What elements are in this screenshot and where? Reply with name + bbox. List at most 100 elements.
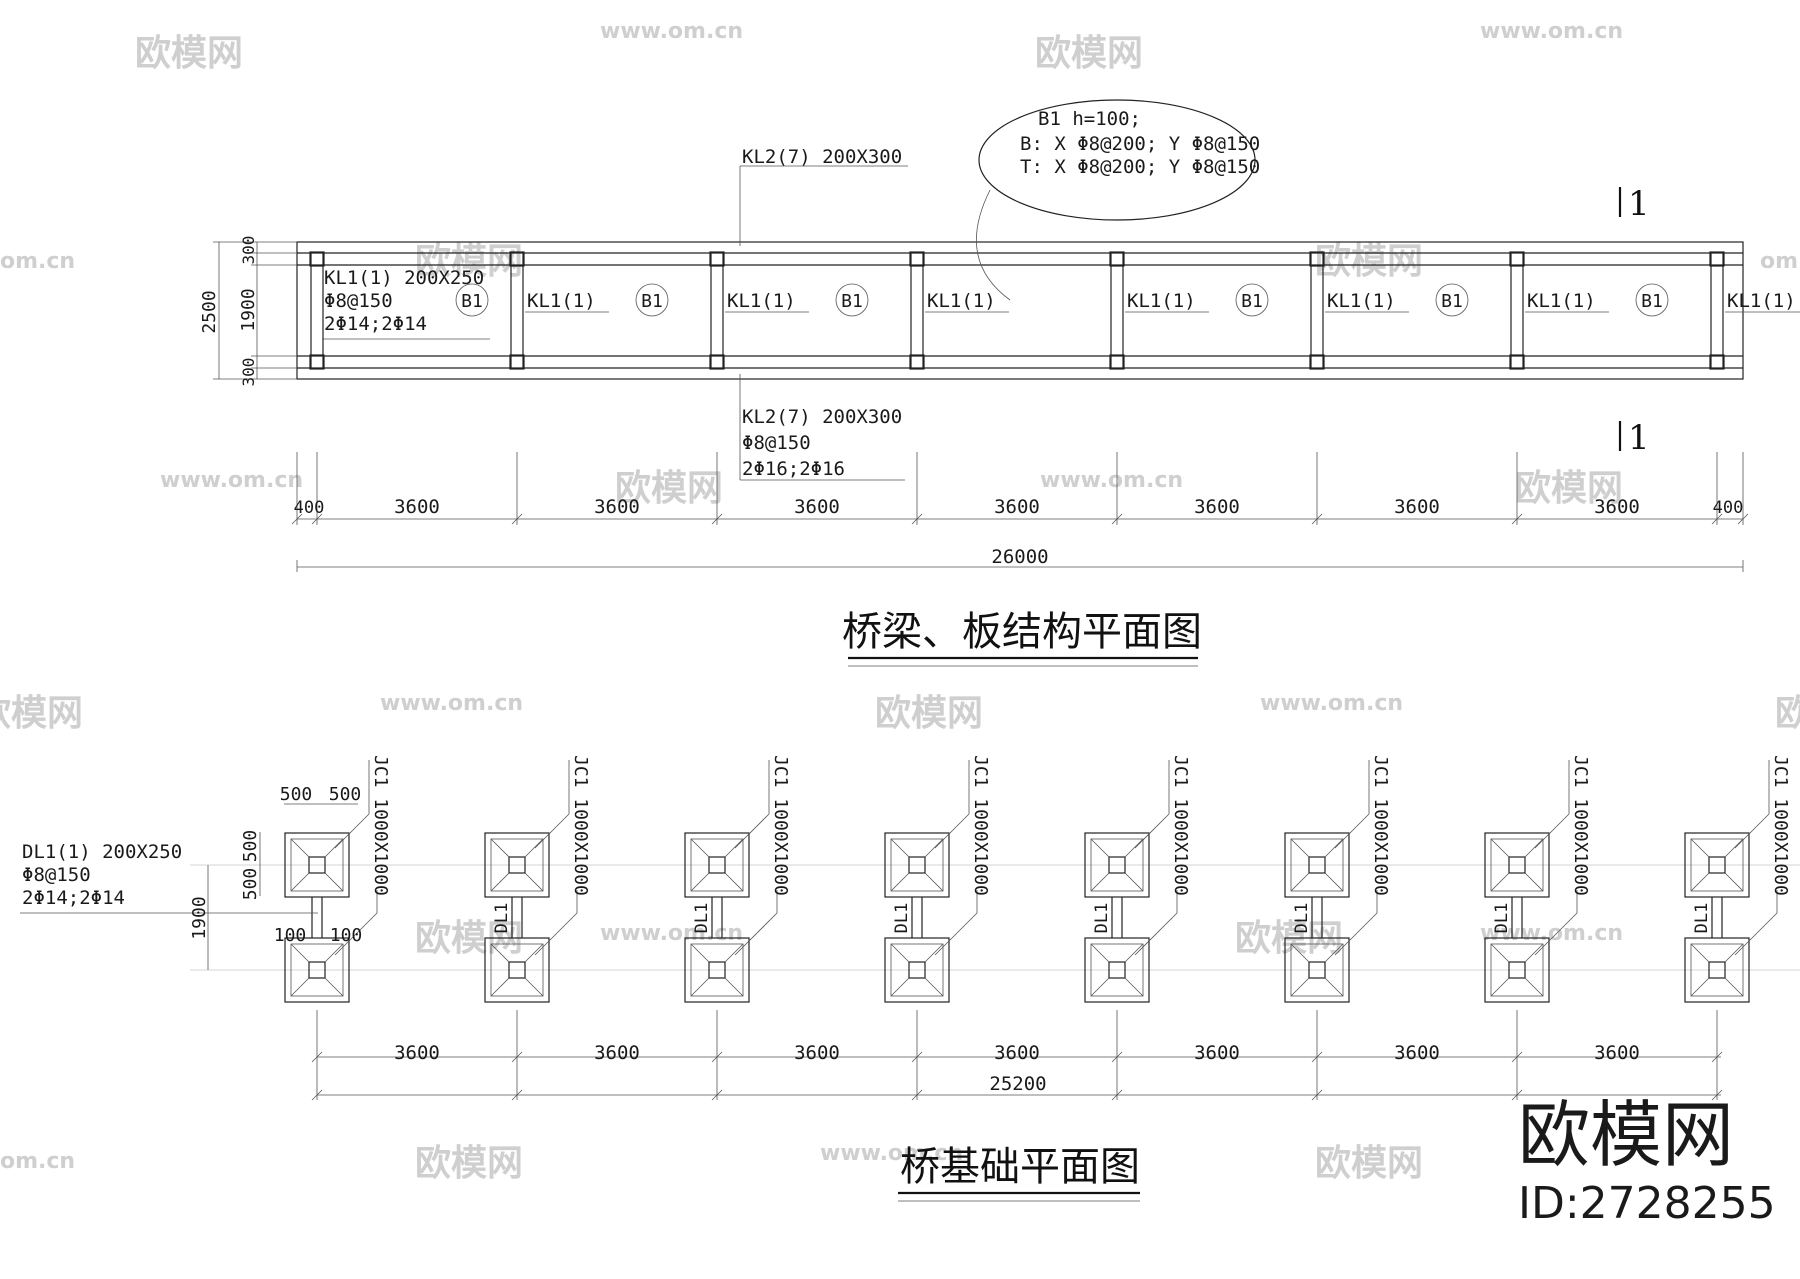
- dim-slash: [511, 1089, 523, 1101]
- slab-bottom-rebar: B: X Φ8@200; Y Φ8@150: [1020, 133, 1260, 155]
- dl1-tag: DL1: [692, 903, 712, 934]
- jc1-leader: [1534, 912, 1578, 956]
- footing-slope: [524, 872, 544, 892]
- dim-slash: [1311, 1089, 1323, 1101]
- dim-100-b: 100: [330, 925, 363, 946]
- footing-slope: [1090, 977, 1110, 997]
- jc1-leader: [334, 813, 370, 849]
- dim-span-label: 3600: [1194, 1042, 1240, 1064]
- watermark-brand: 欧模网: [1515, 468, 1623, 509]
- footing-slope: [1524, 977, 1544, 997]
- dim-span-label: 3600: [1394, 1042, 1440, 1064]
- footing-slope: [1290, 977, 1310, 997]
- dim-slash: [311, 1051, 323, 1063]
- watermark-url: www.om.cn: [1480, 19, 1623, 44]
- watermark-url: www.om.cn: [380, 691, 523, 716]
- watermark-brand: 欧模网: [875, 693, 983, 734]
- kl1-label: KL1(1): [1127, 290, 1196, 312]
- column: [1709, 354, 1725, 370]
- dl1-tag: DL1: [892, 903, 912, 934]
- watermark-url: om.cn: [0, 1149, 75, 1174]
- dim-slash: [711, 513, 723, 525]
- footing-step: [690, 943, 744, 997]
- dim-slash: [1111, 1089, 1123, 1101]
- footing-slope: [890, 943, 910, 963]
- footing-column: [708, 856, 726, 874]
- column: [509, 354, 525, 370]
- footing-outer: [1684, 832, 1750, 898]
- dim-300-bottom: 300: [239, 358, 258, 387]
- dim-slash: [711, 1051, 723, 1063]
- footing-outer: [1084, 937, 1150, 1003]
- column: [709, 354, 725, 370]
- column: [509, 251, 525, 267]
- slab-thickness: B1 h=100;: [1038, 108, 1141, 130]
- jc1-label: JC1 1000X1000: [770, 755, 791, 896]
- jc1-leader: [1334, 912, 1378, 956]
- dim-slash: [1511, 1051, 1523, 1063]
- slab-tag-circle: [1635, 283, 1669, 317]
- dim-1900: 1900: [238, 288, 259, 331]
- footing-slope: [490, 977, 510, 997]
- footing-slope: [1490, 872, 1510, 892]
- dim-slash: [511, 1051, 523, 1063]
- dim-slash: [1511, 513, 1523, 525]
- brand-name: 欧模网: [1518, 1093, 1734, 1177]
- footing-step: [1490, 838, 1544, 892]
- footing-slope: [924, 943, 944, 963]
- watermark-brand: 欧模网: [135, 33, 243, 74]
- footing-slope: [1724, 838, 1744, 858]
- footing-slope: [1324, 838, 1344, 858]
- footing-slope: [1724, 943, 1744, 963]
- dim-500-b: 500: [329, 784, 362, 805]
- column: [1109, 354, 1125, 370]
- jc1-label: JC1 1000X1000: [1770, 755, 1791, 896]
- column: [1309, 251, 1325, 267]
- watermark-brand: 欧模网: [0, 693, 83, 734]
- dl1-tag: DL1: [1092, 903, 1112, 934]
- footing-slope: [924, 872, 944, 892]
- footing: [884, 937, 950, 1003]
- watermark-url: www.om.cn: [1040, 468, 1183, 493]
- footing-slope: [1490, 943, 1510, 963]
- dim-500v-b: 500: [240, 868, 261, 901]
- dl1-tag: DL1: [1292, 903, 1312, 934]
- dim-slash: [1311, 1051, 1323, 1063]
- slab-tag: B1: [461, 291, 483, 312]
- footing-slope: [724, 838, 744, 858]
- kl1-first-label: KL1(1) 200X250: [324, 267, 484, 289]
- kl1-first-stirrup: Φ8@150: [324, 290, 393, 312]
- jc1-leader: [734, 813, 770, 849]
- watermark-brand: 欧模网: [415, 1143, 523, 1184]
- dim-span-label: 3600: [1394, 496, 1440, 518]
- footing-column: [508, 961, 526, 979]
- jc1-leader: [1734, 912, 1778, 956]
- dim-slash: [1711, 1051, 1723, 1063]
- footing-slope: [1324, 872, 1344, 892]
- kl1-label: KL1(1): [527, 290, 596, 312]
- slab-tag: B1: [1241, 291, 1263, 312]
- footing-slope: [290, 838, 310, 858]
- footing-outer: [484, 937, 550, 1003]
- footing-column: [1308, 961, 1326, 979]
- dim-span-label: 3600: [394, 1042, 440, 1064]
- footing-step: [490, 838, 544, 892]
- footing-step: [1090, 838, 1144, 892]
- footing-column: [508, 856, 526, 874]
- jc1-label: JC1 1000X1000: [1370, 755, 1391, 896]
- footing-slope: [1690, 943, 1710, 963]
- top-plan-title: 桥梁、板结构平面图: [842, 609, 1202, 655]
- watermark-brand: 欧模网: [1035, 33, 1143, 74]
- watermark-url: om.cn: [1760, 249, 1800, 274]
- dim-300-top: 300: [239, 236, 258, 265]
- footing: [1284, 832, 1350, 898]
- watermark-brand: 欧模网: [1315, 241, 1423, 282]
- footing: [1684, 937, 1750, 1003]
- dim-500v-a: 500: [240, 830, 261, 863]
- footing-outer: [284, 937, 350, 1003]
- bridge-beam-slab-plan: KL2(7) 200X300 KL2(7) 200X300 Φ8@150 2Φ1…: [199, 99, 1800, 667]
